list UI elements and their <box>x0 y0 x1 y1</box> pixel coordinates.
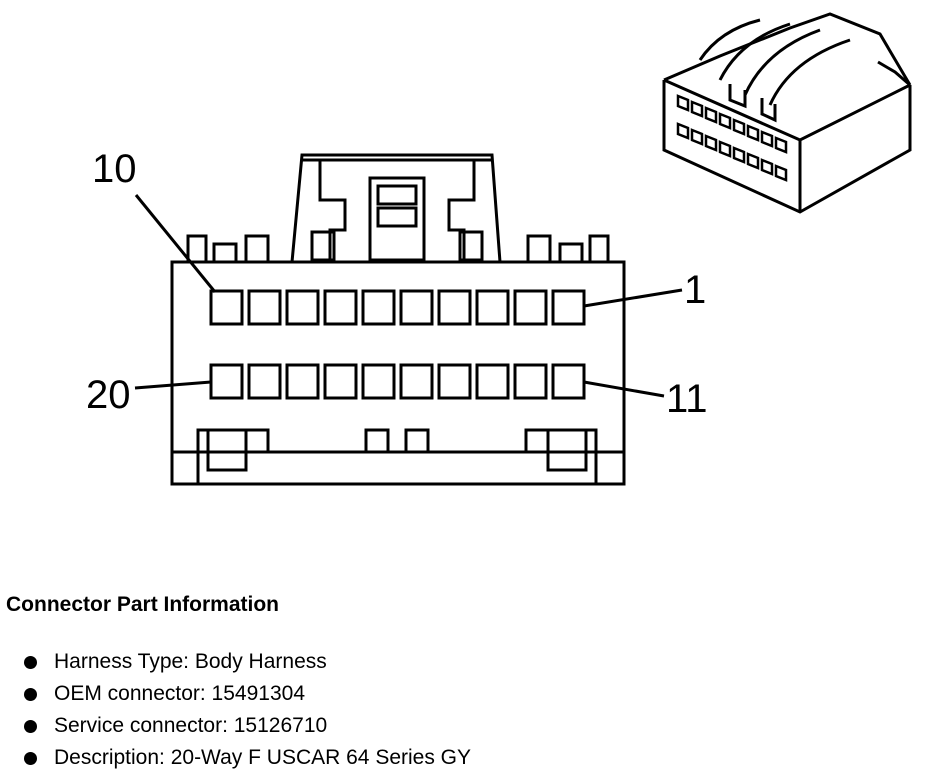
info-item-harness-type: Harness Type: Body Harness <box>0 648 471 680</box>
connector-part-info-title: Connector Part Information <box>6 593 280 616</box>
bullet-icon <box>24 752 37 765</box>
connector-part-info-list: Harness Type: Body Harness OEM connector… <box>0 648 471 776</box>
info-item-text: Harness Type: Body Harness <box>54 650 327 673</box>
leader-line-pin-10 <box>134 194 217 293</box>
pin-label-20: 20 <box>86 373 131 417</box>
connector-body <box>170 260 626 486</box>
info-item-text: OEM connector: 15491304 <box>54 682 305 705</box>
connector-face-diagram: 10 1 20 11 <box>86 12 912 486</box>
isometric-pin-rows <box>676 94 788 182</box>
bullet-icon <box>24 720 37 733</box>
info-item-oem-connector: OEM connector: 15491304 <box>0 680 471 712</box>
top-pin-row <box>209 289 586 326</box>
info-item-description: Description: 20-Way F USCAR 64 Series GY <box>0 744 471 776</box>
bottom-pin-row <box>209 363 586 400</box>
connector-isometric-view <box>662 12 912 214</box>
bullet-icon <box>24 688 37 701</box>
leader-line-pin-11 <box>583 380 665 398</box>
pin-label-10: 10 <box>92 147 137 191</box>
pin-label-1: 1 <box>684 268 706 312</box>
pin-label-11: 11 <box>666 377 708 421</box>
leader-line-pin-1 <box>583 288 683 308</box>
info-item-text: Service connector: 15126710 <box>54 714 328 737</box>
leader-line-pin-20 <box>134 380 212 390</box>
connector-latch <box>290 153 502 263</box>
bullet-icon <box>24 656 37 669</box>
info-item-text: Description: 20-Way F USCAR 64 Series GY <box>54 746 472 769</box>
info-item-service-connector: Service connector: 15126710 <box>0 712 471 744</box>
